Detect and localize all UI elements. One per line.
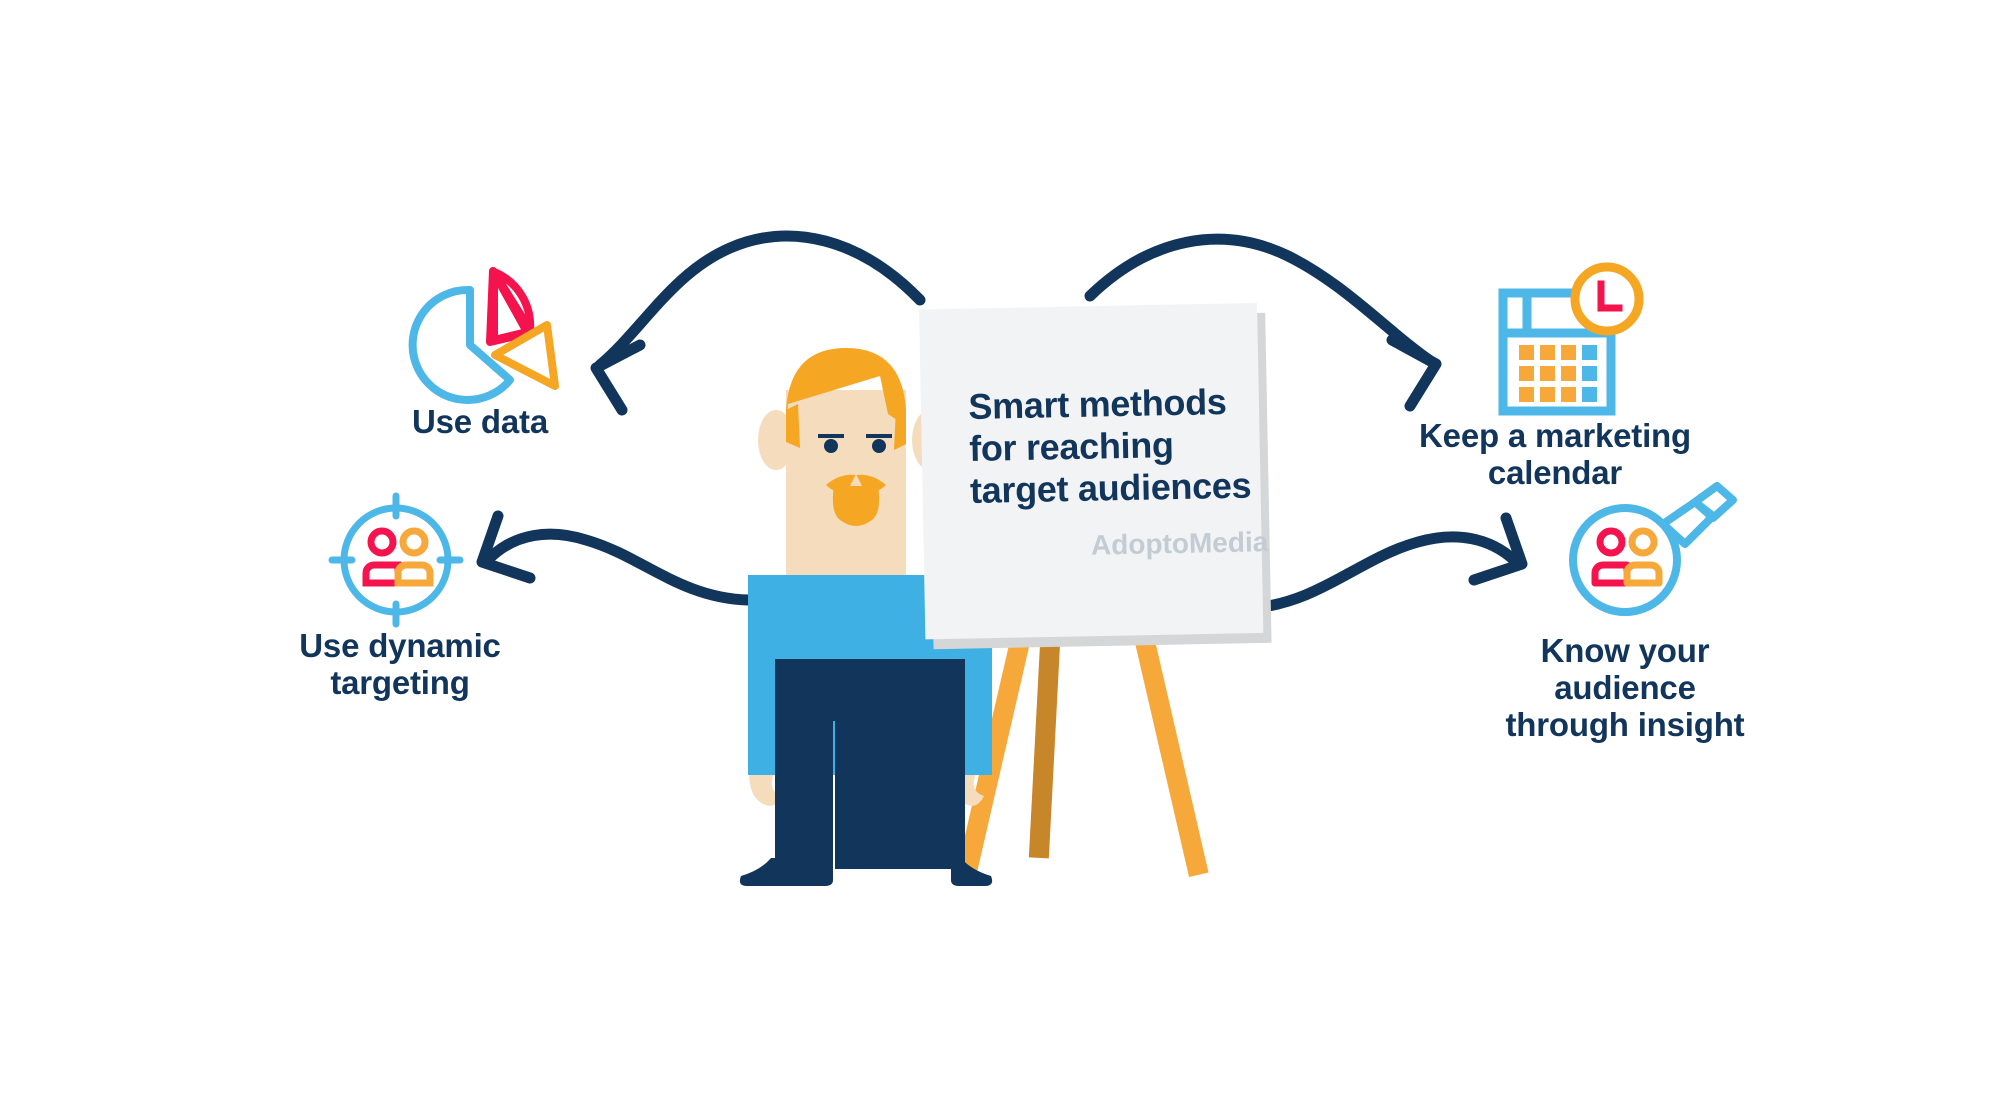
person-head-left [1596,527,1626,557]
character-hair [786,348,906,434]
easel [956,619,1209,877]
pie-chart-icon [408,267,559,404]
pie-slice-main [408,285,514,404]
calendar-clock-hands [1597,280,1623,312]
arrow-bottom-right [1248,512,1528,614]
person-body-right [1623,561,1663,587]
whiteboard-brand: AdoptoMedia [1090,526,1269,561]
arrow-top-left [590,230,926,416]
character-eyebrow-right [866,434,892,438]
character-eyebrow-left [818,434,844,438]
label-know-your-audience: Know your audience through insight [1505,632,1745,743]
magnifier-handle-tip [1691,482,1737,522]
whiteboard [919,302,1272,650]
easel-leg-back [1028,619,1062,859]
character-leg-right [893,659,951,869]
whiteboard-title: Smart methods for reaching target audien… [968,381,1252,512]
person-head-right [1628,527,1658,557]
character-goatee [832,483,880,526]
easel-leg-front-left [956,621,1034,877]
arrow-top-right [1084,233,1442,412]
character-chin-notch [850,474,862,486]
calendar-cells [1519,345,1597,402]
character-eye-left [824,439,838,453]
whiteboard-face [919,302,1264,640]
character-hair-sideburn-right [894,408,906,450]
arrow-bottom-left [476,510,754,606]
pie-slice-top-outline [486,267,532,346]
easel-leg-front-right [1131,621,1209,877]
character-hair-sideburn-left [786,404,800,448]
presenter-character [739,348,993,886]
character-shoe-right [893,858,993,886]
magnifier-lens-ring [1569,504,1681,616]
character-leg-left [775,659,833,869]
person-head-left [367,527,397,557]
label-keep-marketing-calendar: Keep a marketing calendar [1419,417,1691,491]
calendar-frame [1498,288,1616,416]
calendar-clock-icon [1498,262,1644,416]
person-body-left [362,561,402,587]
calendar-clock-ring [1570,262,1644,336]
label-use-dynamic-targeting: Use dynamic targeting [299,627,501,701]
person-body-left [1591,561,1631,587]
label-use-data: Use data [412,403,548,440]
person-head-right [399,527,429,557]
character-shoe-left [739,858,833,886]
magnifier-audience-icon [1569,482,1737,616]
character-ear-left [758,410,794,470]
person-body-right [394,561,434,587]
crosshair-ring [340,504,452,616]
crosshair-audience-icon [328,492,464,628]
pie-slice-bottom-outline [491,321,559,390]
character-eye-right [872,439,886,453]
